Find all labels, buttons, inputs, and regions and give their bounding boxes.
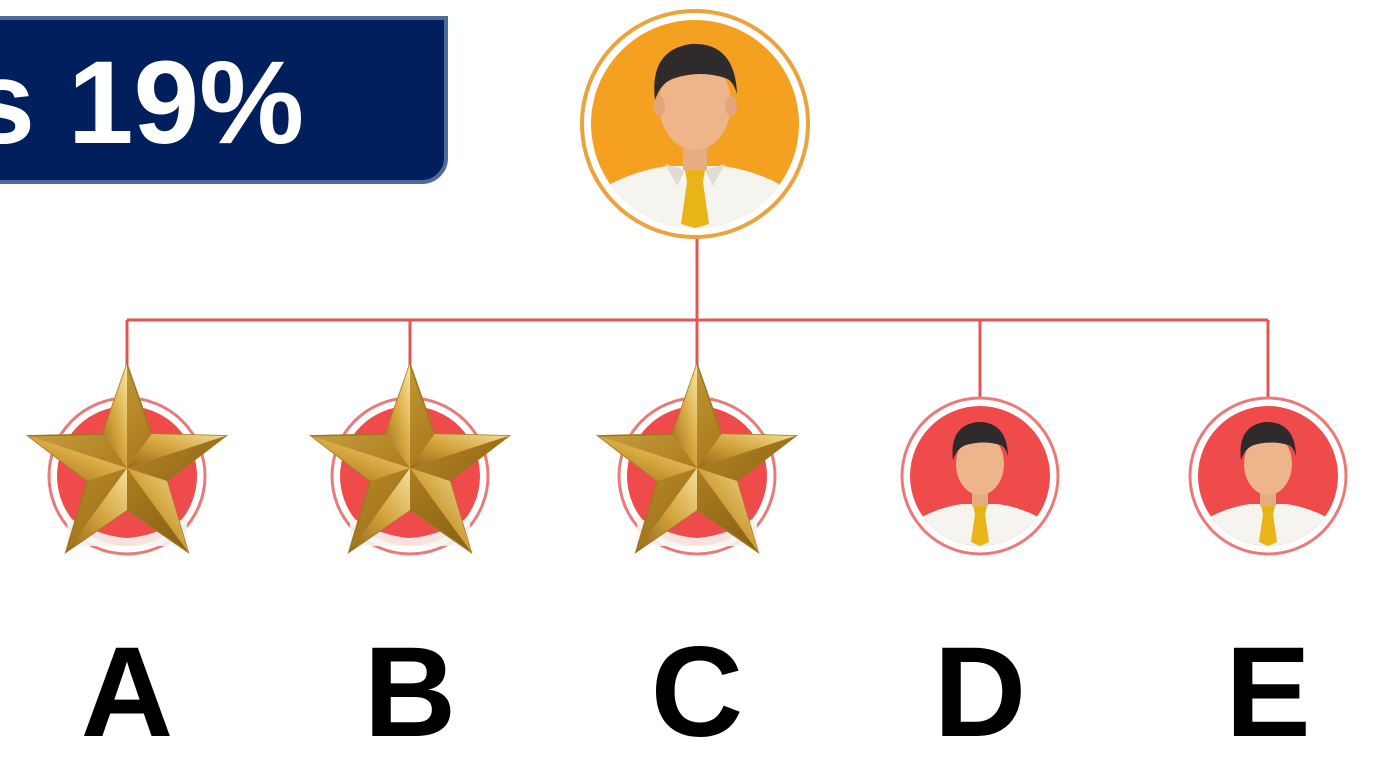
child-label-c: C: [617, 628, 777, 757]
child-label-a: A: [47, 628, 207, 757]
child-node-a: [28, 364, 226, 554]
manager-avatar-icon: [582, 11, 808, 237]
gold-star-icon: [28, 364, 226, 554]
child-nodes: [28, 364, 1346, 554]
child-node-b: [311, 364, 509, 554]
employee-avatar-icon: [1190, 398, 1346, 554]
employee-avatar-icon: [902, 398, 1058, 554]
child-node-e: [1190, 398, 1346, 554]
child-label-d: D: [900, 628, 1060, 757]
child-node-d: [902, 398, 1058, 554]
gold-star-icon: [311, 364, 509, 554]
child-label-b: B: [330, 628, 490, 757]
child-node-c: [598, 364, 796, 554]
child-label-e: E: [1188, 628, 1348, 757]
gold-star-icon: [598, 364, 796, 554]
